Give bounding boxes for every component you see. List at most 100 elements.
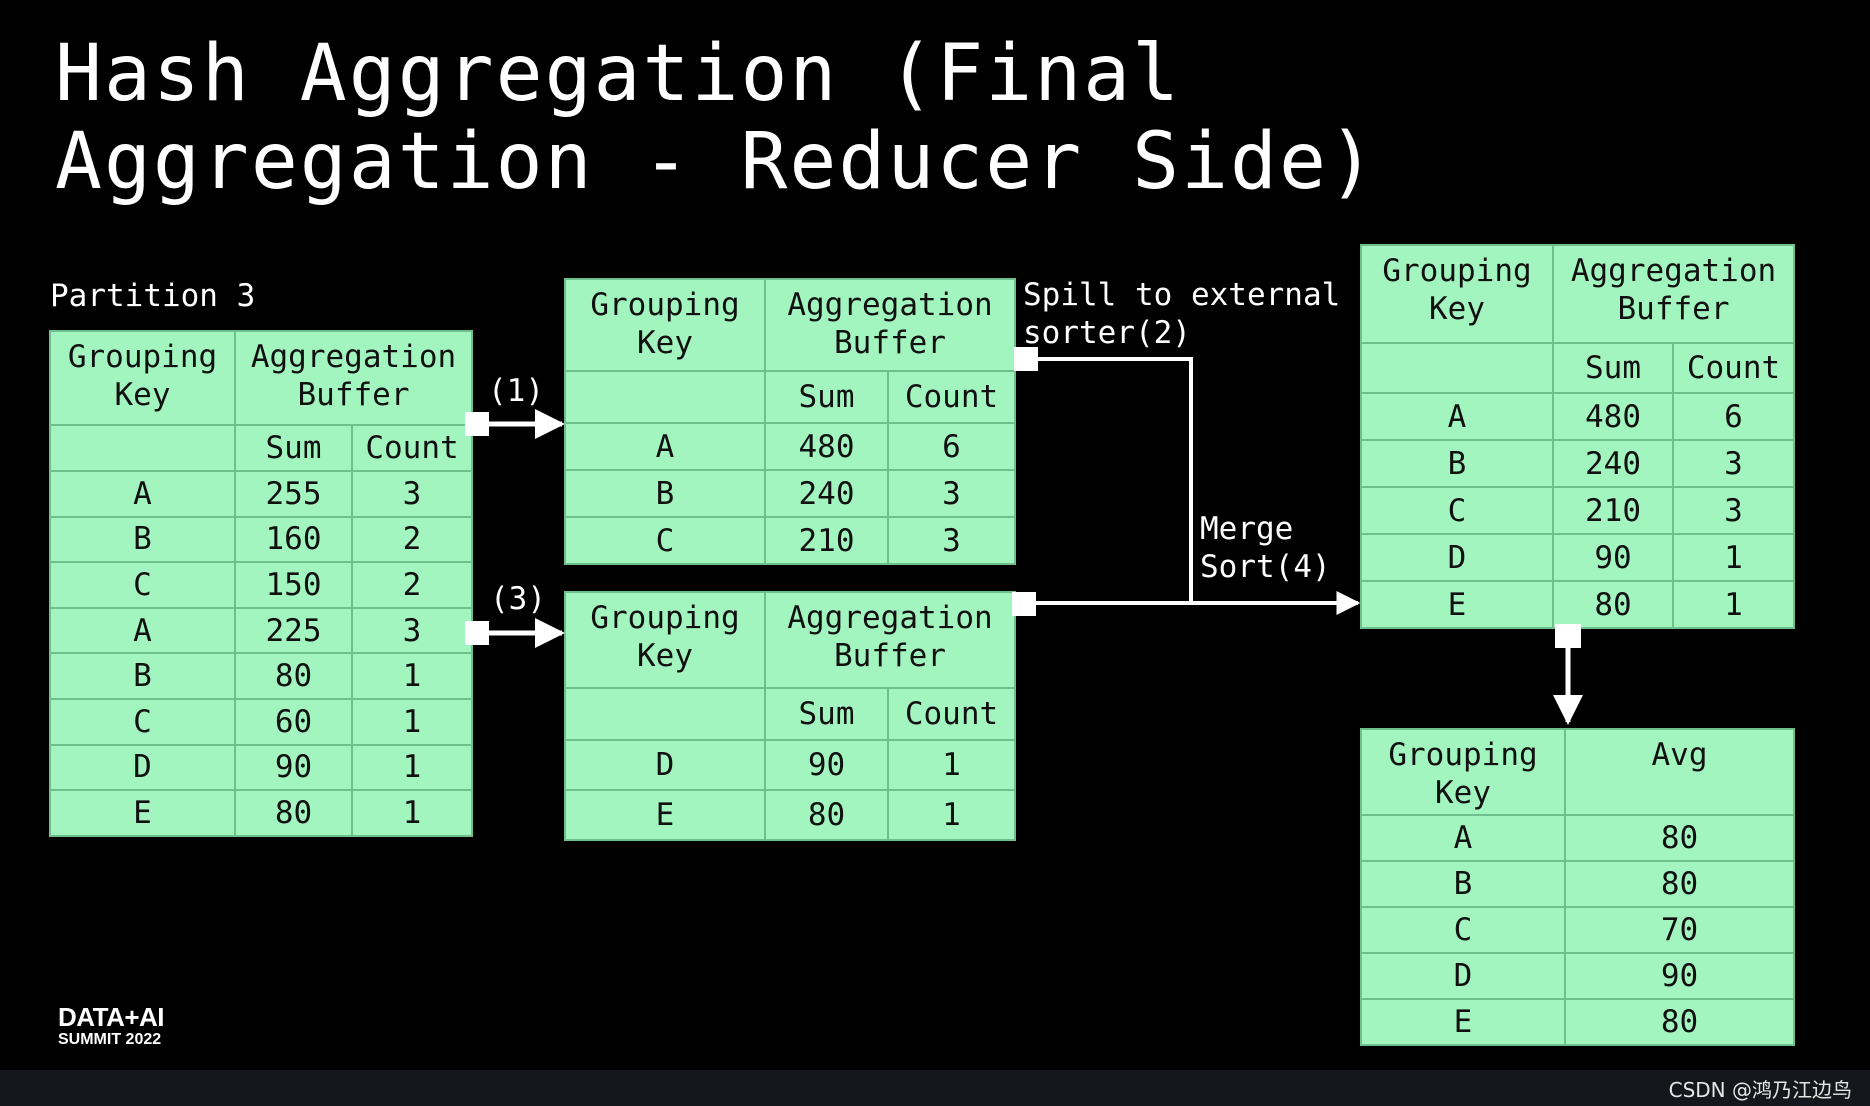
spill-connector xyxy=(1024,357,1193,603)
sum-cell: 225 xyxy=(234,606,353,655)
grouping-key-cell: C xyxy=(1360,486,1554,535)
count-header: Count xyxy=(887,687,1016,741)
count-cell: 3 xyxy=(1672,486,1795,535)
count-cell: 1 xyxy=(351,743,473,792)
sum-header: Sum xyxy=(234,424,353,472)
sum-cell: 150 xyxy=(234,561,353,609)
count-cell: 1 xyxy=(887,789,1016,841)
connector-square-partition-2 xyxy=(465,621,489,645)
blank-cell xyxy=(1360,342,1554,394)
sum-cell: 80 xyxy=(764,789,889,841)
sum-header: Sum xyxy=(764,370,889,424)
step-3-label: (3) xyxy=(490,581,546,617)
sum-cell: 90 xyxy=(1552,533,1674,582)
grouping-key-cell: B xyxy=(1360,439,1554,488)
avg-cell: 70 xyxy=(1564,906,1795,954)
sum-cell: 480 xyxy=(1552,392,1674,441)
sum-cell: 90 xyxy=(764,739,889,791)
grouping-key-cell: A xyxy=(564,422,766,471)
avg-header: Avg xyxy=(1564,728,1795,816)
count-header: Count xyxy=(887,370,1016,424)
connector-square-merged xyxy=(1555,624,1581,648)
blank-cell xyxy=(49,424,236,472)
sum-cell: 240 xyxy=(1552,439,1674,488)
grouping-key-cell: C xyxy=(49,561,236,609)
count-cell: 1 xyxy=(887,739,1016,791)
count-cell: 3 xyxy=(351,470,473,518)
grouping-key-cell: E xyxy=(564,789,766,841)
sum-cell: 80 xyxy=(234,652,353,700)
step-1-label: (1) xyxy=(488,373,544,409)
title-line-2: Aggregation - Reducer Side) xyxy=(55,117,1377,207)
count-header: Count xyxy=(351,424,473,472)
watermark: CSDN @鸿乃江边鸟 xyxy=(1668,1078,1852,1102)
count-cell: 3 xyxy=(887,469,1016,518)
grouping-key-cell: A xyxy=(1360,814,1566,862)
sum-cell: 210 xyxy=(1552,486,1674,535)
sum-cell: 480 xyxy=(764,422,889,471)
title-line-1: Hash Aggregation (Final xyxy=(55,29,1182,119)
sum-cell: 255 xyxy=(234,470,353,518)
grouping-key-cell: B xyxy=(564,469,766,518)
grouping-key-cell: C xyxy=(49,697,236,746)
blank-cell xyxy=(564,687,766,741)
avg-cell: 90 xyxy=(1564,952,1795,1000)
sum-cell: 90 xyxy=(234,743,353,792)
sum-cell: 240 xyxy=(764,469,889,518)
sum-cell: 60 xyxy=(234,697,353,746)
slide-title: Hash Aggregation (Final Aggregation - Re… xyxy=(55,30,1455,206)
grouping-key-cell: A xyxy=(49,470,236,518)
sum-cell: 210 xyxy=(764,516,889,565)
connector-square-buffer-1 xyxy=(1014,347,1038,371)
count-header: Count xyxy=(1672,342,1795,394)
data-ai-summit-logo: DATA+AI SUMMIT 2022 xyxy=(58,1002,165,1048)
sum-header: Sum xyxy=(764,687,889,741)
grouping-key-cell: D xyxy=(564,739,766,791)
count-cell: 3 xyxy=(1672,439,1795,488)
avg-cell: 80 xyxy=(1564,814,1795,862)
connector-square-buffer-2 xyxy=(1012,592,1036,616)
grouping-key-cell: D xyxy=(49,743,236,792)
blank-cell xyxy=(564,370,766,424)
avg-cell: 80 xyxy=(1564,998,1795,1046)
grouping-key-cell: E xyxy=(1360,580,1554,629)
bottom-bar xyxy=(0,1070,1870,1106)
count-cell: 1 xyxy=(351,652,473,700)
grouping-key-cell: B xyxy=(49,652,236,700)
grouping-key-cell: B xyxy=(49,515,236,564)
count-cell: 2 xyxy=(351,561,473,609)
grouping-key-cell: C xyxy=(564,516,766,565)
sum-cell: 160 xyxy=(234,515,353,564)
grouping-key-cell: D xyxy=(1360,533,1554,582)
